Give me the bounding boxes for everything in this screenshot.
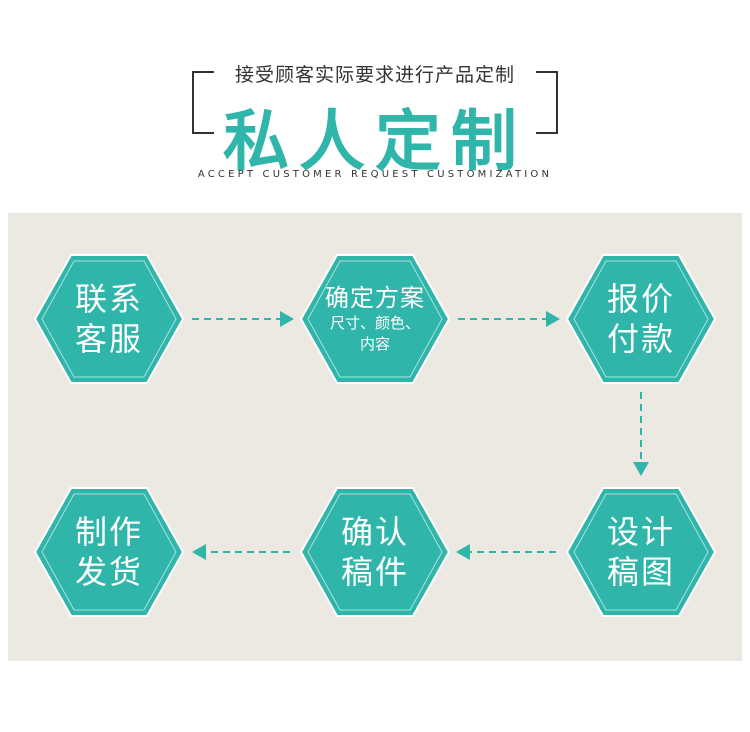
step-detail1: 尺寸、颜色、: [329, 314, 420, 332]
step-confirm-plan: 确定方案 尺寸、颜色、 内容: [300, 254, 450, 384]
header-subtitle: 接受顾客实际要求进行产品定制: [234, 64, 515, 86]
step-line1: 报价: [606, 280, 675, 318]
hexagon-shape: [300, 254, 450, 384]
step-line1: 制作: [74, 513, 143, 551]
step-line2: 客服: [74, 320, 143, 358]
step-line1: 确定方案: [325, 284, 425, 312]
step-line2: 发货: [74, 553, 143, 591]
step-line2: 稿件: [340, 553, 409, 591]
hexagon-shape: [566, 487, 716, 617]
arrowhead-5-6: [192, 544, 206, 560]
header-english: ACCEPT CUSTOMER REQUEST CUSTOMIZATION: [197, 169, 553, 180]
step-label: 确认 稿件: [300, 487, 450, 617]
step-label: 确定方案 尺寸、颜色、 内容: [300, 254, 450, 384]
step-produce-ship: 制作 发货: [34, 487, 184, 617]
arrowhead-2-3: [546, 311, 560, 327]
step-line1: 联系: [74, 280, 143, 318]
hexagon-shape: [34, 254, 184, 384]
step-confirm-draft: 确认 稿件: [300, 487, 450, 617]
step-line2: 稿图: [606, 553, 675, 591]
hexagon-shape: [566, 254, 716, 384]
step-quote-payment: 报价 付款: [566, 254, 716, 384]
frame-right-top: [536, 71, 558, 73]
step-detail2: 内容: [359, 335, 390, 353]
frame-right-bottom: [536, 132, 558, 134]
frame-left-bottom: [192, 132, 214, 134]
step-line2: 付款: [606, 320, 675, 358]
step-line1: 设计: [606, 513, 675, 551]
step-label: 设计 稿图: [566, 487, 716, 617]
frame-left-top: [192, 71, 214, 73]
step-label: 报价 付款: [566, 254, 716, 384]
frame-left-vertical: [192, 71, 194, 134]
step-design-draft: 设计 稿图: [566, 487, 716, 617]
arrowhead-4-5: [456, 544, 470, 560]
arrowhead-3-4: [633, 462, 649, 476]
hexagon-shape: [34, 487, 184, 617]
step-label: 联系 客服: [34, 254, 184, 384]
step-label: 制作 发货: [34, 487, 184, 617]
page-title: 私人定制: [223, 103, 527, 180]
arrowhead-1-2: [280, 311, 294, 327]
step-contact-service: 联系 客服: [34, 254, 184, 384]
step-line1: 确认: [340, 513, 409, 551]
hexagon-shape: [300, 487, 450, 617]
frame-right-vertical: [556, 71, 558, 134]
header: 接受顾客实际要求进行产品定制 私人定制 ACCEPT CUSTOMER REQU…: [0, 0, 750, 200]
